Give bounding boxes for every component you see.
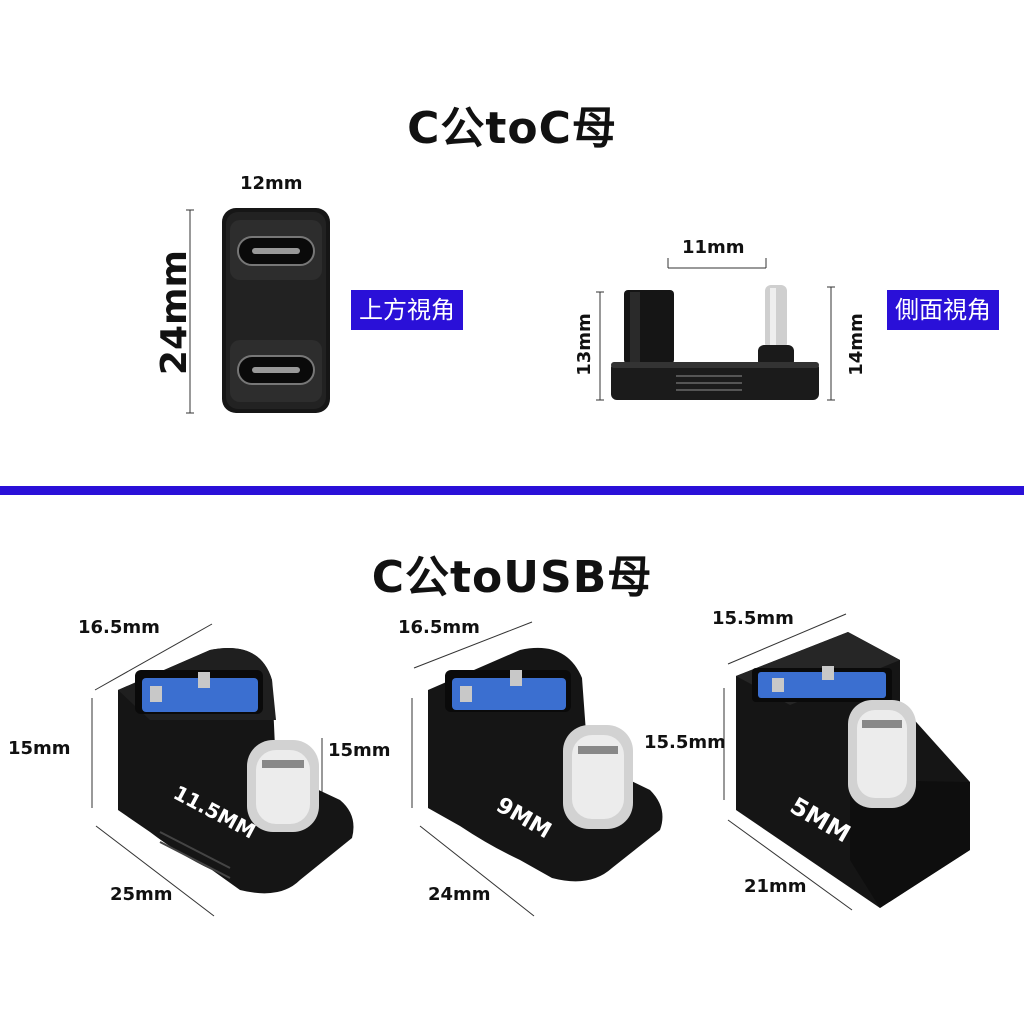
adapter1-right-dim: 15mm	[328, 740, 391, 761]
top-view-label: 上方視角	[351, 290, 463, 330]
adapter1-left-dim: 15mm	[8, 738, 71, 759]
side-height-right-label: 14mm	[845, 313, 867, 376]
side-view-adapter	[611, 285, 819, 400]
top-view-adapter	[222, 208, 330, 413]
adapter3-bottom-dim: 21mm	[744, 876, 807, 897]
side-width-label: 11mm	[682, 237, 745, 258]
adapter2-bottom-dim: 24mm	[428, 884, 491, 905]
usb-adapter-1	[118, 648, 354, 894]
usb-adapter-2	[428, 647, 663, 882]
dimension-label-width: 12mm	[240, 173, 303, 194]
section-title-c-to-c: C公toC母	[407, 103, 617, 154]
usb-adapter-3	[736, 632, 970, 908]
adapter2-top-dim: 16.5mm	[398, 617, 480, 638]
adapter1-top-dim: 16.5mm	[78, 617, 160, 638]
adapter3-top-dim: 15.5mm	[712, 608, 794, 629]
section-title-c-to-usb: C公toUSB母	[371, 552, 653, 603]
adapter1-bottom-dim: 25mm	[110, 884, 173, 905]
section-divider	[0, 486, 1024, 495]
side-height-left-label: 13mm	[573, 313, 595, 376]
adapter2-right-dim: 15.5mm	[644, 732, 726, 753]
side-view-label: 側面視角	[887, 290, 999, 330]
